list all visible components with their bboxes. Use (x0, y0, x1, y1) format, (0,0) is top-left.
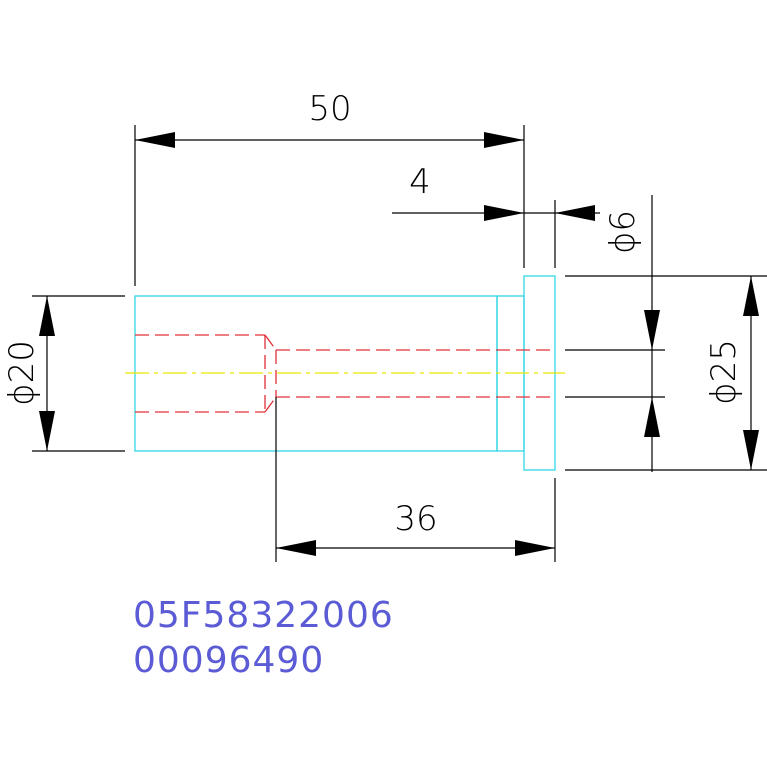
bore-chamfer-bottom (264, 396, 277, 413)
dimension-body-diameter: ϕ20 (2, 295, 125, 452)
dimension-text-pin-diameter: ϕ6 (603, 210, 643, 254)
dimension-head-thickness: 4 (392, 162, 600, 268)
hidden-lines (135, 334, 555, 413)
arrow-20-top (39, 296, 55, 336)
dimension-text-head-diameter: ϕ25 (704, 339, 744, 405)
dimension-text-4: 4 (409, 162, 431, 202)
arrow-36-right (515, 540, 555, 556)
dimension-text-36: 36 (394, 499, 437, 539)
dimension-text-50: 50 (308, 89, 351, 129)
arrow-25-bottom (743, 430, 759, 470)
bore-chamfer-top (264, 334, 277, 351)
arrow-pin-bottom (644, 397, 660, 437)
dimension-overall-length: 50 (134, 89, 525, 286)
serial-number-text: 00096490 (133, 640, 324, 681)
dimension-text-body-diameter: ϕ20 (2, 340, 42, 406)
arrow-20-bottom (39, 411, 55, 451)
arrow-right (484, 132, 524, 148)
arrow-head-left (484, 205, 524, 221)
arrow-left (135, 132, 175, 148)
arrow-36-left (276, 540, 316, 556)
arrow-25-top (743, 276, 759, 316)
dimension-bore-length: 36 (275, 397, 556, 562)
arrow-head-right (555, 205, 595, 221)
dimension-head-diameter: ϕ25 (565, 275, 767, 471)
dimension-pin-diameter: ϕ6 (565, 195, 665, 472)
arrow-pin-top (644, 310, 660, 350)
part-number-text: 05F58322006 (133, 595, 394, 636)
